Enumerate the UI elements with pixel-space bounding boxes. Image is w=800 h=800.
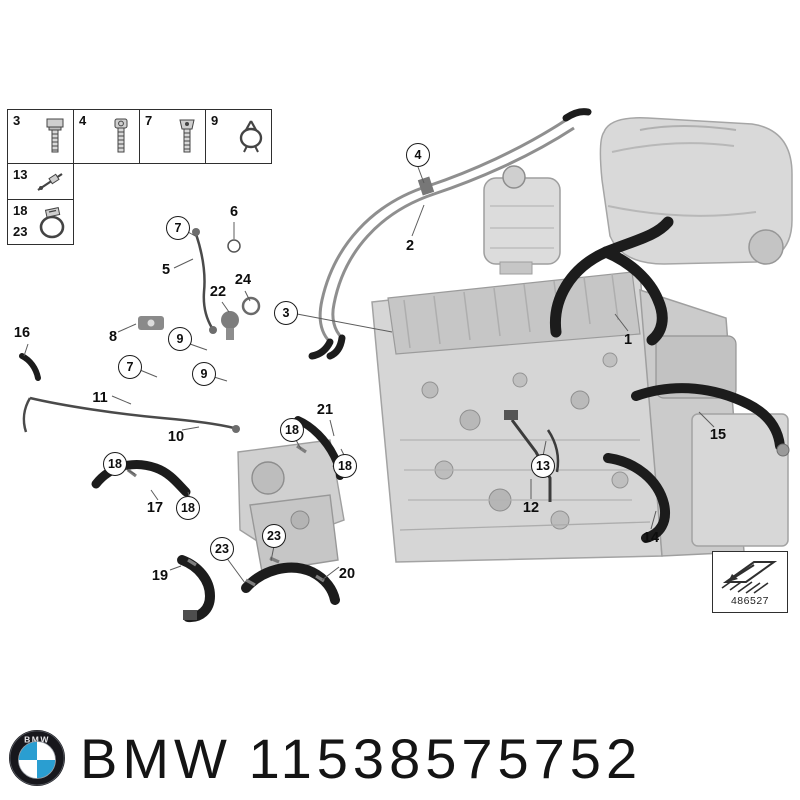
legend-label: 18 bbox=[13, 203, 28, 218]
legend-cell-4: 4 bbox=[73, 109, 140, 164]
leader-lines bbox=[23, 166, 715, 584]
legend-row-3: 18 23 bbox=[7, 199, 272, 245]
callout-14: 14 bbox=[642, 530, 660, 546]
callout-12: 12 bbox=[522, 500, 540, 516]
callout-circled-13: 13 bbox=[531, 454, 555, 478]
legend-label: 23 bbox=[13, 224, 28, 239]
callout-1: 1 bbox=[623, 332, 633, 348]
callout-circled-9: 9 bbox=[192, 362, 216, 386]
diagram-ref-box: 486527 bbox=[712, 551, 788, 613]
callout-circled-18: 18 bbox=[333, 454, 357, 478]
callout-circled-23: 23 bbox=[210, 537, 234, 561]
callout-11: 11 bbox=[92, 390, 108, 406]
legend-row-1: 3 4 7 bbox=[7, 109, 272, 164]
legend-label: 9 bbox=[211, 113, 219, 128]
hose-clamp-icon bbox=[39, 207, 65, 239]
legend-cell-9: 9 bbox=[205, 109, 272, 164]
part-number: 11538575752 bbox=[248, 726, 643, 790]
diagram-ref-number: 486527 bbox=[730, 595, 770, 607]
callout-22: 22 bbox=[209, 284, 227, 300]
callout-24: 24 bbox=[234, 272, 252, 288]
callout-circled-7: 7 bbox=[166, 216, 190, 240]
callout-8: 8 bbox=[108, 329, 118, 345]
engine-block bbox=[371, 271, 789, 563]
callout-circled-9: 9 bbox=[168, 327, 192, 351]
callout-20: 20 bbox=[338, 566, 356, 582]
callout-17: 17 bbox=[146, 500, 164, 516]
callout-circled-23: 23 bbox=[262, 524, 286, 548]
callout-5: 5 bbox=[161, 262, 171, 278]
callout-2: 2 bbox=[405, 238, 415, 254]
brand-name: BMW bbox=[80, 726, 232, 790]
callout-21: 21 bbox=[316, 402, 334, 418]
svg-text:BMW: BMW bbox=[24, 735, 50, 745]
legend-label: 7 bbox=[145, 113, 153, 128]
direction-arrow-icon bbox=[721, 561, 778, 594]
legend-label: 13 bbox=[13, 167, 28, 182]
callout-6: 6 bbox=[229, 204, 239, 220]
callout-15: 15 bbox=[709, 427, 727, 443]
callout-10: 10 bbox=[167, 429, 185, 445]
callout-circled-18: 18 bbox=[176, 496, 200, 520]
legend-label: 3 bbox=[13, 113, 21, 128]
callout-circled-4: 4 bbox=[406, 143, 430, 167]
spring-clamp-icon bbox=[239, 120, 263, 153]
intercooler bbox=[599, 117, 793, 265]
cable-clip-icon bbox=[37, 173, 63, 191]
callout-circled-18: 18 bbox=[280, 418, 304, 442]
hex-bolt-icon bbox=[46, 118, 64, 153]
callout-circled-3: 3 bbox=[274, 301, 298, 325]
callout-19: 19 bbox=[151, 568, 169, 584]
torx-screw-icon bbox=[179, 119, 195, 153]
vent-pipes bbox=[19, 228, 240, 433]
legend-cell-18-23: 18 23 bbox=[7, 199, 74, 245]
legend-cell-3: 3 bbox=[7, 109, 74, 164]
bmw-logo: BMW bbox=[9, 730, 65, 786]
legend-cell-7: 7 bbox=[139, 109, 206, 164]
expansion-tank bbox=[483, 165, 561, 275]
coolant-pipes bbox=[308, 108, 592, 360]
callout-circled-18: 18 bbox=[103, 452, 127, 476]
legend-label: 4 bbox=[79, 113, 87, 128]
callout-circled-7: 7 bbox=[118, 355, 142, 379]
fastener-legend: 3 4 7 bbox=[7, 109, 272, 245]
callout-16: 16 bbox=[13, 325, 31, 341]
socket-screw-icon bbox=[114, 118, 128, 153]
water-pump-cluster bbox=[237, 439, 345, 573]
